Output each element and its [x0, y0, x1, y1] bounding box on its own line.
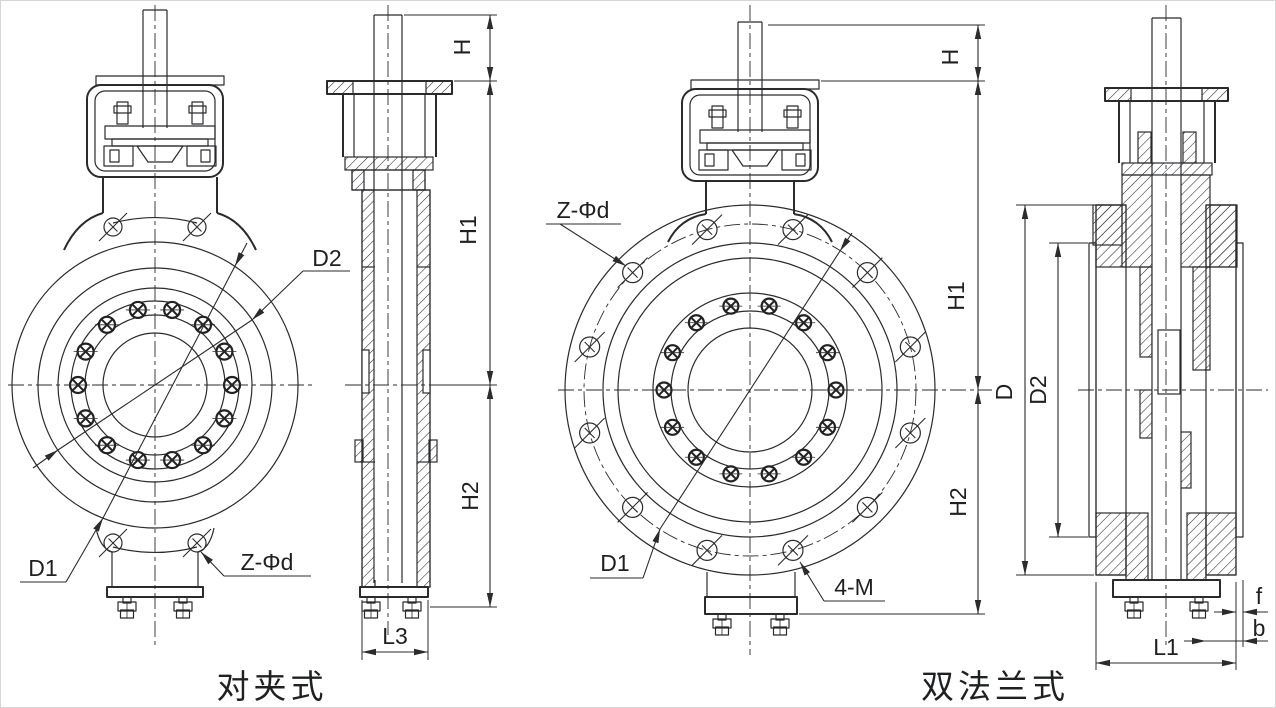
dim-label-4m-flange: 4-M [834, 574, 874, 600]
flange-valve-dimensions: H H1 H2 D D2 L1 f b [768, 24, 1268, 670]
disc-slot [1157, 329, 1181, 395]
wafer-bolt-holes-label: Z-Φd [200, 549, 311, 577]
flange-bolt-holes-label: Z-Φd [546, 197, 627, 267]
shoulder-right [216, 212, 257, 251]
flange-valve-front-view [558, 5, 992, 655]
disc-bolt-ring [652, 297, 848, 483]
right-raised-face [1235, 242, 1244, 538]
dim-label-b-flange: b [1253, 615, 1266, 641]
dim-label-d2-flange: D2 [1025, 375, 1051, 404]
gland-plate [1121, 162, 1213, 176]
wafer-valve-dimensions: H H1 H2 L3 [361, 14, 497, 660]
bottom-lug-arc [112, 546, 198, 553]
dim-label-h-wafer: H [449, 39, 475, 56]
wafer-d1-dimension: D1 [20, 242, 248, 583]
body-circles [11, 241, 299, 529]
side-foot-plate [359, 586, 429, 598]
foot-bolts [117, 596, 193, 619]
wafer-valve-front-view [8, 5, 312, 648]
lug-bolt-holes [98, 212, 212, 558]
caption-double-flange-type: 双法兰式 [921, 668, 1069, 705]
caption-wafer-type: 对夹式 [217, 668, 328, 705]
shoulder-left [667, 213, 707, 243]
flange-tapped-holes-label: 4-M [799, 561, 885, 602]
wafer-valve-side-view [326, 5, 462, 635]
dim-label-d1-flange: D1 [600, 550, 629, 576]
dim-label-l1-flange: L1 [1153, 634, 1179, 660]
dim-label-d1-wafer: D1 [28, 555, 57, 581]
foot-plate [106, 586, 204, 598]
flange-d1-dimension: D1 [590, 232, 853, 579]
dim-label-zd-wafer: Z-Φd [241, 549, 294, 575]
dim-label-d-flange: D [991, 384, 1017, 401]
foot-plate [704, 596, 798, 615]
dim-label-h2-flange: H2 [945, 487, 971, 516]
dim-label-d2-wafer: D2 [312, 245, 341, 271]
flange-bolt-holes [574, 214, 926, 566]
dim-label-h2-wafer: H2 [457, 481, 483, 510]
disc-bolt-ring [66, 300, 244, 470]
shoulder-left [63, 212, 104, 251]
top-lug-arc [112, 217, 198, 224]
side-foot-bolts [1124, 596, 1209, 619]
foot-bolts [712, 613, 790, 636]
dim-label-h1-wafer: H1 [455, 215, 481, 244]
double-flange-valve: D1 Z-Φd 4-M [546, 5, 1268, 705]
wafer-valve: D2 D1 Z-Φd [8, 5, 497, 705]
shoulder-right [793, 213, 833, 243]
dim-label-h1-flange: H1 [943, 281, 969, 310]
dim-label-h-flange: H [937, 49, 963, 66]
side-foot-plate [1112, 579, 1221, 598]
dim-label-l3-wafer: L3 [382, 623, 408, 649]
foot-shoulder-right [197, 527, 215, 553]
gland-plate [344, 156, 434, 171]
flange-valve-side-view [1078, 5, 1268, 645]
dim-label-f-flange: f [1256, 583, 1263, 609]
wafer-d2-dimension: D2 [32, 245, 350, 469]
dim-label-zd-flange: Z-Φd [557, 197, 610, 223]
